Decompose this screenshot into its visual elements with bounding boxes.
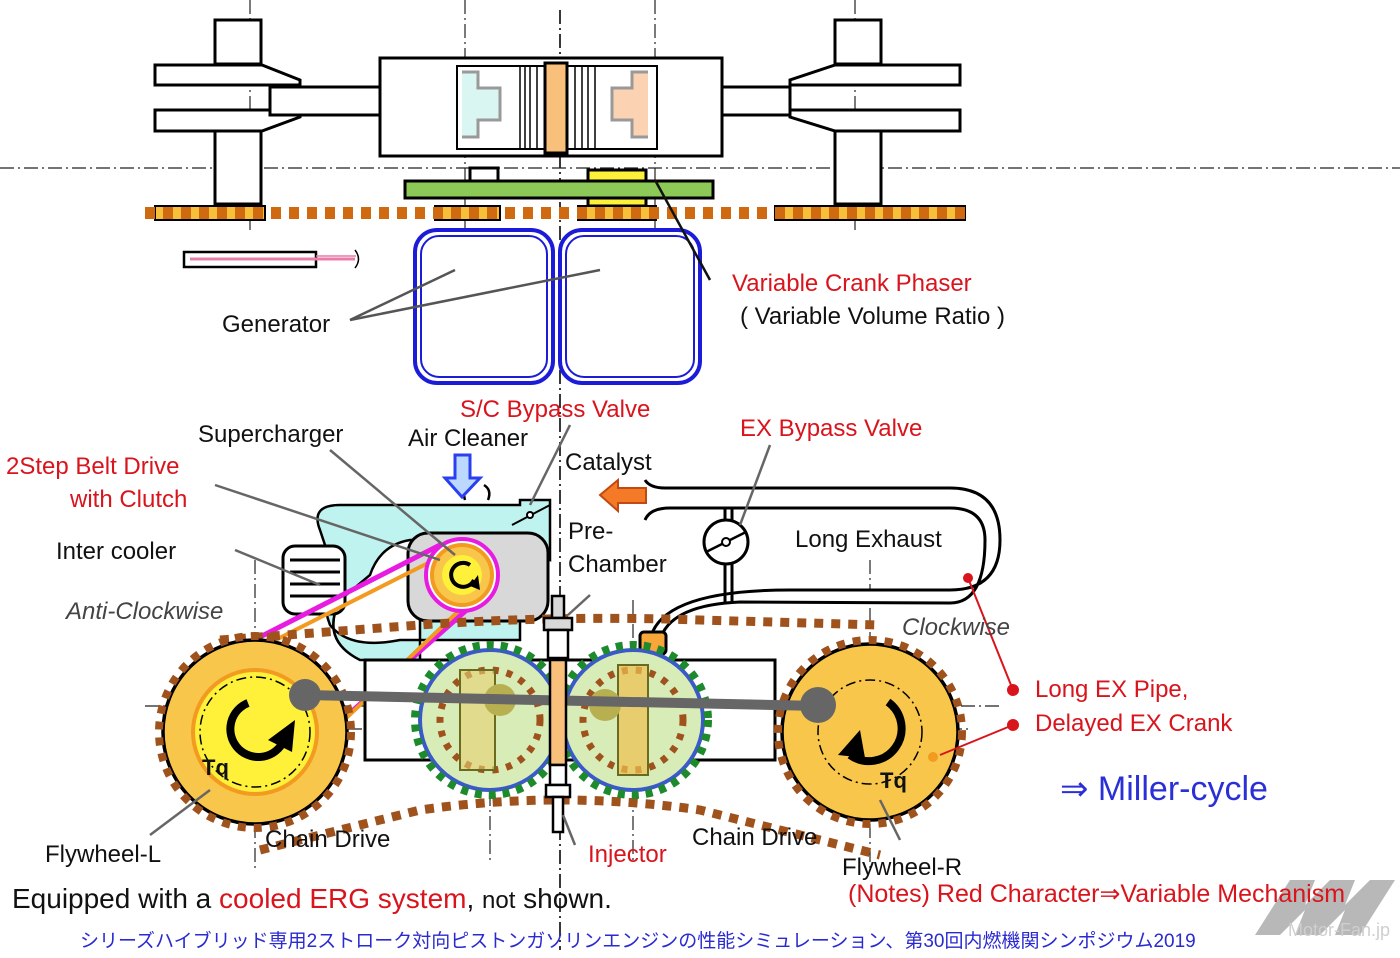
label-flywheel-l: Flywheel-L [45,841,162,868]
supercharger-pulley [424,537,500,613]
label-belt-drive-line1: 2Step Belt Drive [6,453,180,480]
variable-crank-phaser-plan [403,166,715,208]
erg-suffix: shown. [515,883,612,914]
exhaust-flow-arrow [598,477,647,514]
source-caption: シリーズハイブリッド専用2ストローク対向ピストンガソリンエンジンの性能シミュレー… [80,931,1196,952]
label-torque-left: Tq [202,755,229,780]
leader-lines [149,424,902,846]
label-miller-cycle: ⇒ Miller-cycle [1060,770,1268,808]
crank-gear-right [554,641,712,799]
label-long-exhaust: Long Exhaust [795,526,942,553]
chain-top [145,205,970,221]
label-ex-bypass-valve: EX Bypass Valve [740,415,923,442]
watermark-logo [1255,880,1395,935]
erg-note: Equipped with a cooled ERG system, not s… [12,885,612,913]
exhaust-rod [182,249,360,269]
crank-gear-left [411,641,569,799]
label-air-cleaner: Air Cleaner [408,425,529,452]
label-pre-chamber-line1: Pre- [568,518,614,545]
label-clockwise: Clockwise [902,614,1011,641]
pre-chamber [542,594,574,767]
inter-cooler [281,544,347,616]
label-catalyst: Catalyst [565,449,652,476]
label-variable-crank-phaser: Variable Crank Phaser [732,270,972,297]
cylinder-block [378,56,724,158]
erg-prefix: Equipped with a [12,883,220,914]
label-flywheel-r: Flywheel-R [842,854,963,881]
label-chain-drive-right: Chain Drive [692,824,818,851]
flywheel-l-plan [153,18,412,206]
erg-highlight: cooled ERG system [219,883,467,914]
label-supercharger: Supercharger [198,421,344,448]
label-inter-cooler: Inter cooler [56,538,177,565]
generator-leaders [349,179,712,322]
air-intake-arrow [441,453,484,500]
label-sc-bypass-valve: S/C Bypass Valve [460,396,651,423]
generator-pair [413,228,702,385]
injector [544,763,572,834]
label-belt-drive-line2: with Clutch [70,486,188,513]
label-delayed-ex-crank: Delayed EX Crank [1035,710,1233,737]
long-exhaust-pipe [638,479,1002,656]
flywheel-r [774,636,966,828]
watermark-text: Motor-Fan.jp [1287,920,1390,940]
erg-not: not [482,887,516,914]
flywheel-l [155,632,355,832]
label-variable-volume-ratio: ( Variable Volume Ratio ) [740,303,1006,330]
erg-mid: , [466,883,483,914]
label-injector: Injector [588,841,667,868]
label-long-ex-pipe: Long EX Pipe, [1035,676,1189,703]
variable-leaders [939,573,1019,756]
label-generator: Generator [222,311,331,338]
label-pre-chamber-line2: Chamber [568,551,667,578]
label-anti-clockwise: Anti-Clockwise [66,598,224,625]
label-torque-right: Tq [880,768,907,793]
label-chain-drive-left: Chain Drive [265,826,391,853]
notes-variable-mechanism: (Notes) Red Character⇒Variable Mechanism [848,880,1346,908]
